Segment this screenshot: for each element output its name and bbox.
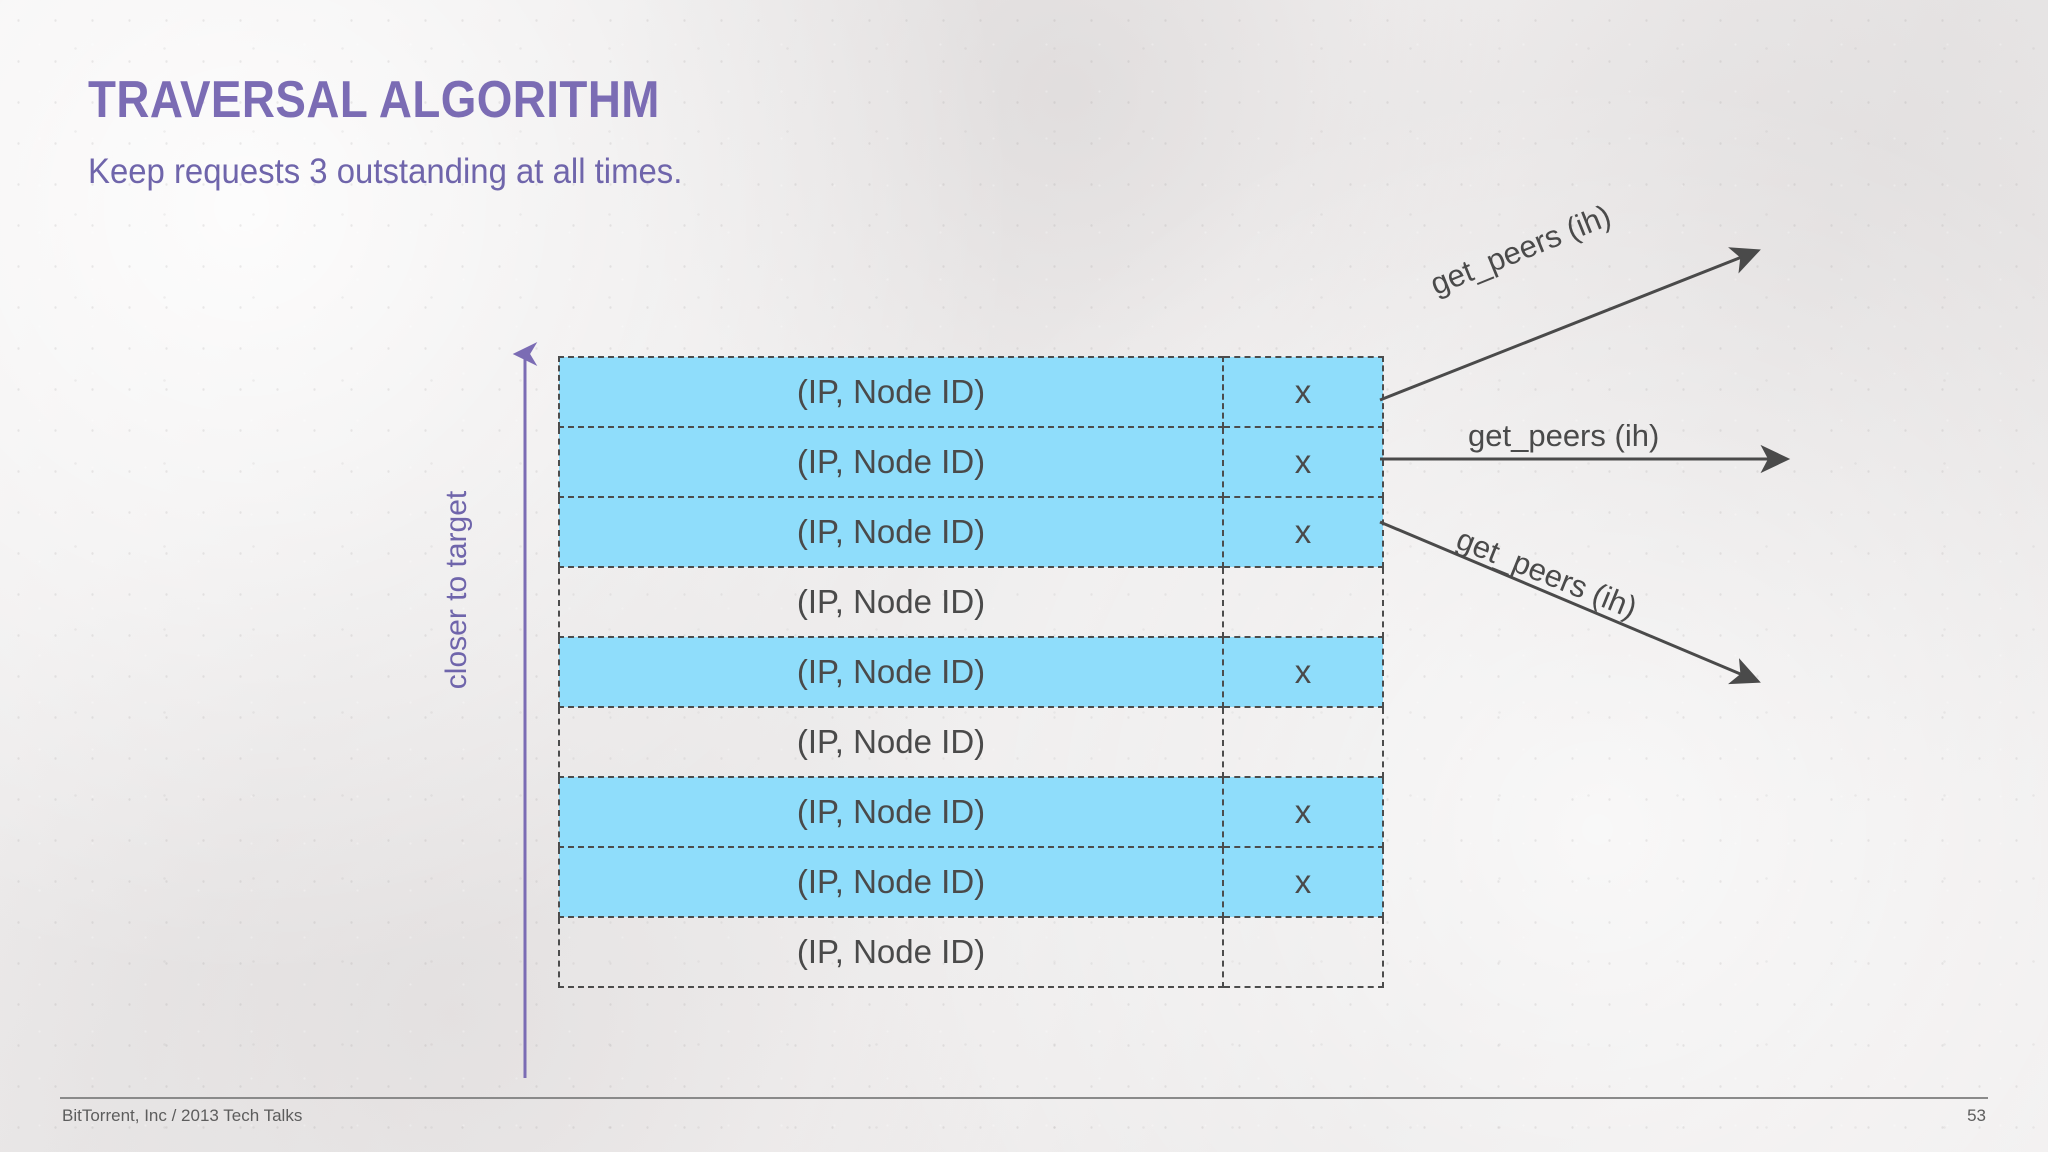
- table-row[interactable]: (IP, Node ID): [558, 916, 1384, 988]
- mark-cell: x: [1222, 846, 1384, 918]
- footer-credit: BitTorrent, Inc / 2013 Tech Talks: [62, 1106, 303, 1125]
- page-number: 53: [1967, 1106, 1986, 1125]
- mark-cell: x: [1222, 496, 1384, 568]
- node-cell: (IP, Node ID): [558, 706, 1224, 778]
- mark-cell: x: [1222, 426, 1384, 498]
- table-row[interactable]: (IP, Node ID) x: [558, 636, 1384, 708]
- peer-table-body: (IP, Node ID) x (IP, Node ID) x (IP, Nod…: [558, 356, 1384, 988]
- arrow-label-get-peers-3: get_peers (ih): [1451, 521, 1643, 626]
- table-row[interactable]: (IP, Node ID) x: [558, 426, 1384, 498]
- table-row[interactable]: (IP, Node ID): [558, 706, 1384, 778]
- node-cell: (IP, Node ID): [558, 846, 1224, 918]
- node-cell: (IP, Node ID): [558, 916, 1224, 988]
- mark-cell: [1222, 916, 1384, 988]
- node-cell: (IP, Node ID): [558, 566, 1224, 638]
- mark-cell: x: [1222, 356, 1384, 428]
- page-title: TRAVERSAL ALGORITHM: [88, 71, 660, 129]
- peer-candidate-table: (IP, Node ID) x (IP, Node ID) x (IP, Nod…: [558, 356, 1384, 988]
- axis-label-closer-to-target: closer to target: [440, 490, 473, 690]
- closer-to-target-axis-arrow: [512, 342, 538, 1078]
- table-row[interactable]: (IP, Node ID) x: [558, 846, 1384, 918]
- table-row[interactable]: (IP, Node ID): [558, 566, 1384, 638]
- footer-divider: [60, 1097, 1988, 1099]
- mark-cell: x: [1222, 776, 1384, 848]
- mark-cell: [1222, 566, 1384, 638]
- table-row[interactable]: (IP, Node ID) x: [558, 496, 1384, 568]
- node-cell: (IP, Node ID): [558, 496, 1224, 568]
- arrow-label-get-peers-1: get_peers (ih): [1425, 197, 1616, 302]
- page-subtitle: Keep requests 3 outstanding at all times…: [88, 152, 683, 191]
- node-cell: (IP, Node ID): [558, 356, 1224, 428]
- table-row[interactable]: (IP, Node ID) x: [558, 776, 1384, 848]
- node-cell: (IP, Node ID): [558, 776, 1224, 848]
- mark-cell: x: [1222, 636, 1384, 708]
- node-cell: (IP, Node ID): [558, 636, 1224, 708]
- arrow-label-get-peers-2: get_peers (ih): [1468, 418, 1660, 453]
- node-cell: (IP, Node ID): [558, 426, 1224, 498]
- table-row[interactable]: (IP, Node ID) x: [558, 356, 1384, 428]
- mark-cell: [1222, 706, 1384, 778]
